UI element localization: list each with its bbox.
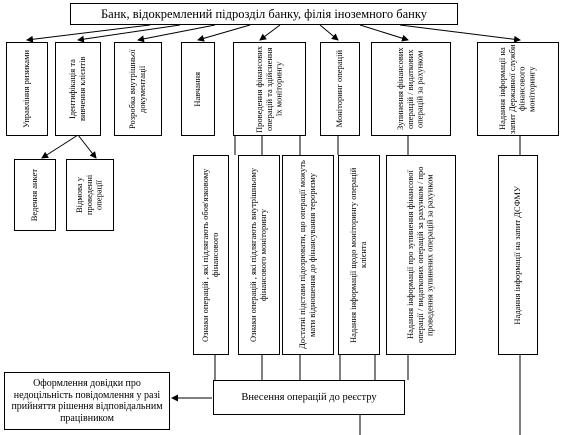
internal-monitoring-label: Ознаки операцій , які підлягають внутріш… bbox=[248, 167, 268, 343]
client-identification-label: Ідентифікація та вивчення клієнтів bbox=[67, 56, 87, 122]
mandatory-monitoring-box: Ознаки операцій , які підлягають обов'яз… bbox=[193, 155, 229, 355]
risk-management-label: Управління ризиками bbox=[21, 50, 32, 128]
client-monitoring-info-box: Надання інформації щодо моніторингу опер… bbox=[338, 155, 380, 355]
dsfm-request-box: Надання інформації на запит Державної сл… bbox=[477, 42, 559, 136]
suspension-label: Зупинення фінансових операцій / видатков… bbox=[395, 47, 425, 131]
financial-operations-label: Проведення фінансових операцій та здійсн… bbox=[253, 45, 284, 133]
internal-docs-box: Розробка внутрішньої документації bbox=[114, 42, 162, 136]
suspension-info-box: Надання інформації про зупинення фінансо… bbox=[386, 155, 456, 355]
internal-monitoring-box: Ознаки операцій , які підлягають внутріш… bbox=[238, 155, 280, 355]
training-box: Навчання bbox=[181, 42, 215, 136]
suspension-box: Зупинення фінансових операцій / видатков… bbox=[371, 42, 451, 136]
questionnaires-label: Ведення анкет bbox=[29, 168, 40, 222]
operations-monitoring-label: Моніторинг операцій bbox=[334, 50, 345, 128]
certificate-box: Оформлення довідки про недоцільність пов… bbox=[4, 372, 170, 430]
dsfm-request-label: Надання інформації на запит Державної сл… bbox=[497, 44, 537, 134]
mandatory-monitoring-label: Ознаки операцій , які підлягають обов'яз… bbox=[200, 168, 220, 342]
risk-management-box: Управління ризиками bbox=[6, 42, 48, 136]
refusal-label: Відмова у проведенні операції bbox=[74, 174, 104, 216]
registry-label: Внесення операцій до реєстру bbox=[241, 392, 377, 403]
training-label: Навчання bbox=[192, 71, 203, 107]
registry-box: Внесення операцій до реєстру bbox=[213, 380, 405, 415]
terrorism-suspicion-box: Достатні підстави підозрювати, що операц… bbox=[282, 155, 334, 355]
dsfmu-request-info-box: Надання інформації на запит ДСФМУ bbox=[498, 155, 538, 355]
internal-docs-label: Розробка внутрішньої документації bbox=[127, 49, 147, 129]
certificate-label: Оформлення довідки про недоцільність пов… bbox=[11, 378, 163, 424]
financial-operations-box: Проведення фінансових операцій та здійсн… bbox=[233, 42, 306, 136]
suspension-info-label: Надання інформації про зупинення фінансо… bbox=[405, 166, 435, 344]
operations-monitoring-box: Моніторинг операцій bbox=[320, 42, 360, 136]
questionnaires-box: Ведення анкет bbox=[14, 159, 56, 231]
client-identification-box: Ідентифікація та вивчення клієнтів bbox=[55, 42, 101, 136]
top-box: Банк, відокремлений підрозділ банку, філ… bbox=[70, 3, 458, 25]
refusal-box: Відмова у проведенні операції bbox=[66, 159, 114, 231]
client-monitoring-info-label: Надання інформації щодо моніторингу опер… bbox=[348, 167, 368, 343]
top-box-label: Банк, відокремлений підрозділ банку, філ… bbox=[101, 6, 427, 21]
terrorism-suspicion-label: Достатні підстави підозрювати, що операц… bbox=[297, 160, 317, 350]
dsfmu-request-info-label: Надання інформації на запит ДСФМУ bbox=[512, 185, 523, 325]
